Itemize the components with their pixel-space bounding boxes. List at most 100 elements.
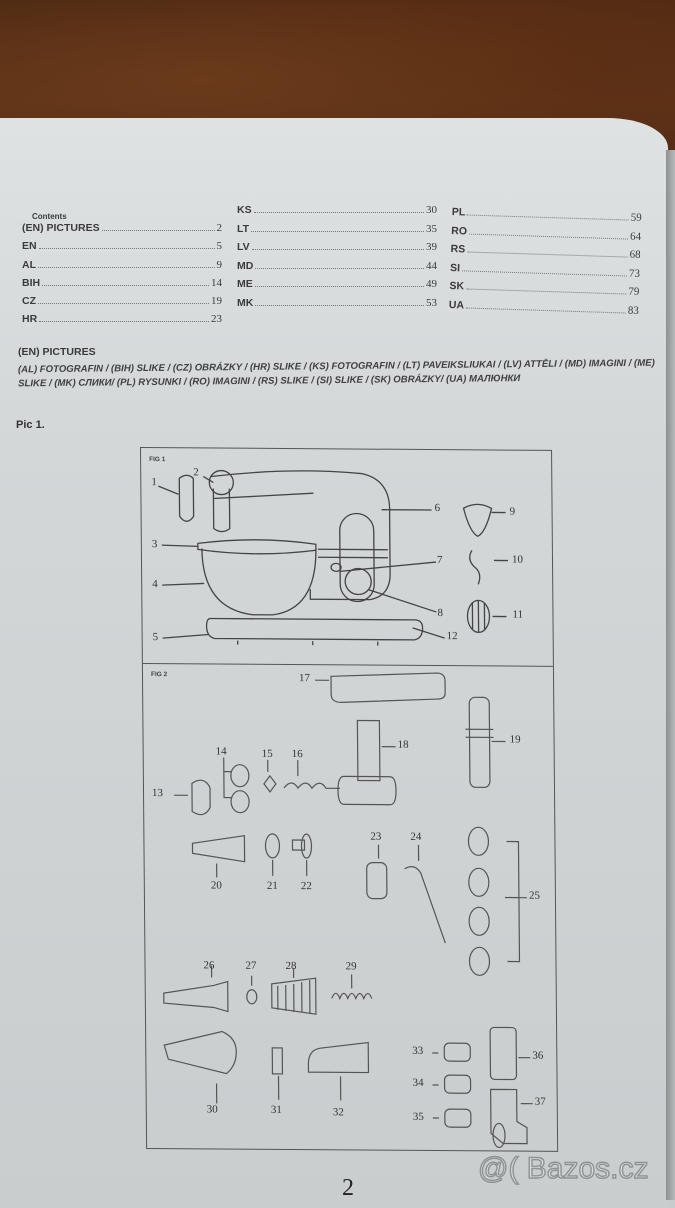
toc-leader-dots <box>251 249 424 251</box>
callout-31: 31 <box>270 1103 282 1116</box>
figure-2-attachments: FIG 2 <box>143 663 557 1151</box>
toc-leader-dots <box>465 288 627 295</box>
callout-30: 30 <box>206 1103 218 1116</box>
toc-label: BIH <box>22 276 41 289</box>
toc-entry: MK 53 <box>237 297 437 316</box>
figure-1-stand-mixer: FIG 1 <box>141 448 553 667</box>
toc-page-number: 39 <box>426 241 437 254</box>
toc-label: CZ <box>22 295 36 308</box>
callout-24: 24 <box>410 830 422 843</box>
callout-25: 25 <box>528 889 540 902</box>
toc-leader-dots <box>255 267 424 269</box>
callout-20: 20 <box>210 879 222 892</box>
toc-entry: CZ 19 <box>22 295 222 313</box>
toc-entry: BIH 14 <box>22 277 222 295</box>
callout-9: 9 <box>509 505 516 518</box>
page-edge <box>666 150 675 1200</box>
toc-label: MK <box>237 296 254 309</box>
toc-page-number: 30 <box>426 204 437 216</box>
toc-entry: AL 9 <box>22 259 222 277</box>
toc-page-number: 83 <box>627 304 639 317</box>
toc-label: ME <box>237 278 253 291</box>
toc-page-number: 35 <box>426 222 437 235</box>
callout-28: 28 <box>285 959 297 973</box>
toc-page-number: 44 <box>426 259 437 272</box>
bazos-watermark: @( Bazos.cz <box>477 1151 649 1185</box>
callout-7: 7 <box>436 554 443 567</box>
toc-leader-dots <box>467 251 628 258</box>
callout-13: 13 <box>151 787 164 800</box>
toc-page-number: 2 <box>216 222 223 234</box>
toc-page-number: 49 <box>426 278 437 291</box>
stand-mixer-drawing <box>158 469 509 646</box>
toc-leader-dots <box>39 321 209 323</box>
toc-leader-dots <box>254 286 424 288</box>
callout-29: 29 <box>345 960 357 973</box>
toc-leader-dots <box>255 304 424 306</box>
callout-16: 16 <box>291 748 303 761</box>
callout-19: 19 <box>509 733 521 746</box>
toc-leader-dots <box>468 233 629 240</box>
toc-label: MD <box>237 259 254 272</box>
toc-entry: MD 44 <box>237 260 437 279</box>
callout-5: 5 <box>152 631 159 644</box>
toc-page-number: 19 <box>211 295 222 308</box>
callout-23: 23 <box>370 830 382 843</box>
callout-37: 37 <box>534 1095 546 1108</box>
toc-page-number: 64 <box>629 230 642 243</box>
toc-leader-dots <box>42 284 209 286</box>
callout-17: 17 <box>298 672 311 685</box>
toc-label: PL <box>451 206 466 219</box>
toc-page-number: 73 <box>628 267 641 280</box>
toc-label: LT <box>237 222 250 235</box>
toc-leader-dots <box>251 230 424 232</box>
callout-8: 8 <box>437 607 444 620</box>
toc-entry: LT 35 <box>237 223 437 242</box>
pictures-heading: (EN) PICTURES <box>18 346 96 358</box>
toc-label: SK <box>449 280 465 293</box>
toc-label: HR <box>22 313 38 326</box>
toc-leader-dots <box>461 270 627 277</box>
callout-10: 10 <box>511 553 524 566</box>
toc-page-number: 9 <box>216 258 223 271</box>
toc-entry: HR 23 <box>22 313 222 331</box>
manual-page <box>0 118 668 1208</box>
page-number: 2 <box>342 1175 354 1201</box>
callout-2: 2 <box>193 466 199 479</box>
callout-36: 36 <box>532 1049 544 1062</box>
callout-6: 6 <box>434 502 441 515</box>
callout-12: 12 <box>446 630 458 643</box>
toc-label: RS <box>450 243 466 256</box>
toc-leader-dots <box>38 266 215 268</box>
callout-11: 11 <box>512 608 524 621</box>
toc-label: (EN) PICTURES <box>22 222 100 234</box>
callout-33: 33 <box>412 1044 424 1057</box>
toc-leader-dots <box>467 214 629 221</box>
toc-page-number: 53 <box>426 296 437 309</box>
toc-entry: (EN) PICTURES 2 <box>22 222 222 240</box>
toc-label: AL <box>22 258 36 271</box>
contents-title: Contents <box>32 212 67 221</box>
toc-page-number: 68 <box>629 248 641 262</box>
toc-leader-dots <box>38 303 209 305</box>
callout-14: 14 <box>215 745 227 758</box>
toc-leader-dots <box>38 248 215 250</box>
toc-page-number: 59 <box>630 211 642 224</box>
toc-page-number: 23 <box>211 313 222 326</box>
callout-18: 18 <box>397 738 409 751</box>
toc-leader-dots <box>465 307 626 314</box>
toc-label: KS <box>237 204 252 216</box>
toc-label: EN <box>22 240 37 253</box>
toc-page-number: 14 <box>211 276 222 289</box>
callout-3: 3 <box>151 538 158 551</box>
callout-21: 21 <box>266 879 278 892</box>
attachments-drawing <box>163 672 533 1149</box>
callout-15: 15 <box>261 747 273 760</box>
callout-27: 27 <box>245 959 257 972</box>
toc-label: UA <box>448 298 465 312</box>
